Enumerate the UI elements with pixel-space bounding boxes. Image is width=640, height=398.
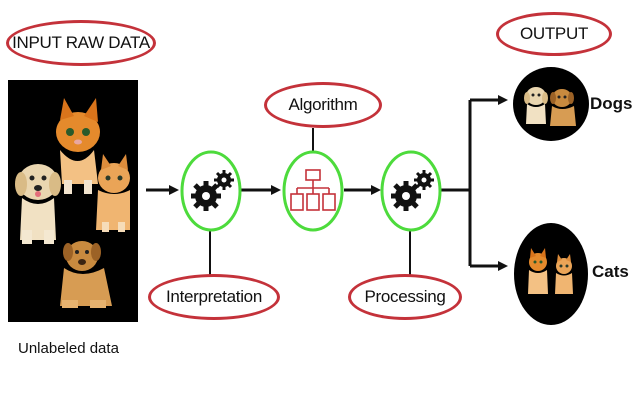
labrador-picture xyxy=(60,241,112,308)
algorithm-text: Algorithm xyxy=(288,95,358,114)
kitten-picture xyxy=(528,248,548,294)
interpretation-label: Interpretation xyxy=(148,274,280,320)
kitten-picture-right xyxy=(96,154,130,232)
input-raw-data-text: INPUT RAW DATA xyxy=(12,33,150,52)
cats-label: Cats xyxy=(592,262,629,281)
dogs-label: Dogs xyxy=(590,94,633,113)
processing-label: Processing xyxy=(348,274,462,320)
input-raw-data-label: INPUT RAW DATA xyxy=(6,20,156,66)
gears-icon xyxy=(191,170,234,211)
interpretation-text: Interpretation xyxy=(166,287,262,306)
kitten-picture-top xyxy=(56,98,100,194)
puppy-picture xyxy=(15,164,61,244)
processing-text: Processing xyxy=(364,287,446,306)
cats-output-image xyxy=(514,223,588,325)
kitten-picture xyxy=(555,254,573,294)
processing-stage xyxy=(380,150,442,232)
algorithm-stage xyxy=(282,150,344,232)
dogs-output-image xyxy=(513,67,589,141)
gears-icon xyxy=(391,170,434,211)
algorithm-label: Algorithm xyxy=(264,82,382,128)
unlabeled-animals-image xyxy=(8,80,138,322)
labrador-picture xyxy=(550,89,576,126)
interpretation-stage xyxy=(180,150,242,232)
unlabeled-data-caption: Unlabeled data xyxy=(18,340,119,357)
hierarchy-icon xyxy=(290,169,336,211)
output-text: OUTPUT xyxy=(519,24,589,43)
puppy-picture xyxy=(524,87,548,124)
output-label: OUTPUT xyxy=(496,12,612,56)
